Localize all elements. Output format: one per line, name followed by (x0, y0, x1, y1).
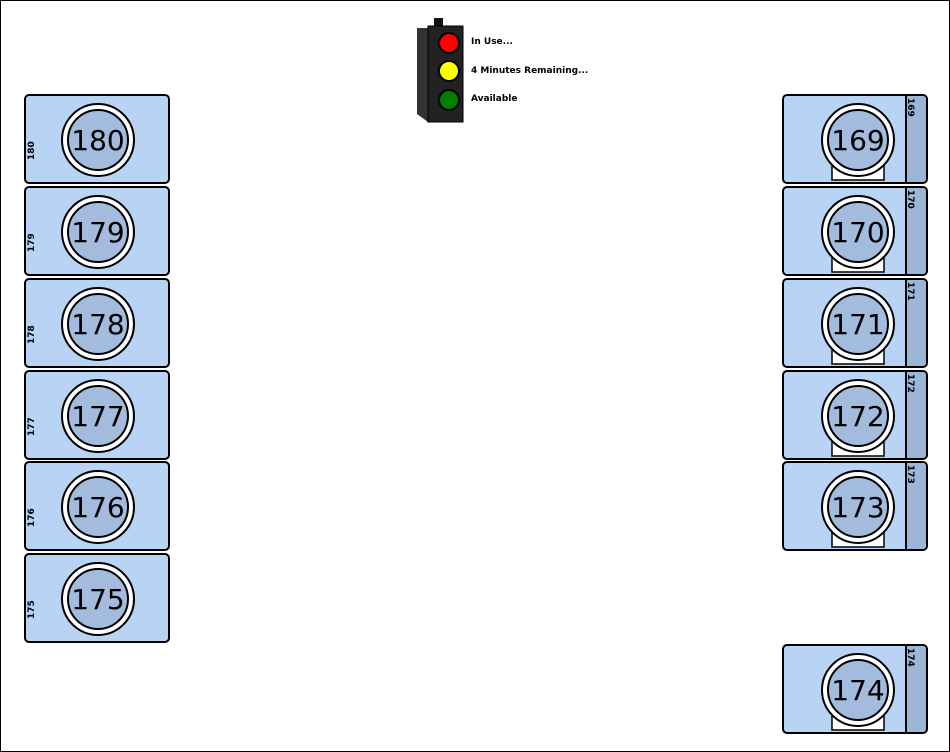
machine-side-number: 169 (905, 98, 915, 117)
washer-171[interactable]: 171 171 (782, 278, 928, 368)
machine-side-number: 179 (27, 233, 37, 252)
dryer-179[interactable]: 179 179 (24, 186, 170, 276)
legend-in-use: In Use... (471, 37, 513, 47)
dryer-175[interactable]: 175 175 (24, 553, 170, 643)
washer-172[interactable]: 172 172 (782, 370, 928, 460)
washer-169[interactable]: 169 169 (782, 94, 928, 184)
machine-door-icon: 172 (820, 378, 896, 462)
machine-side-number: 173 (905, 465, 915, 484)
washer-173[interactable]: 173 173 (782, 461, 928, 551)
machine-side-number: 180 (27, 141, 37, 160)
machine-side-number: 171 (905, 282, 915, 301)
dryer-176[interactable]: 176 176 (24, 461, 170, 551)
green-lamp-icon (438, 89, 460, 111)
traffic-light-icon (415, 18, 465, 124)
machine-side-number: 177 (27, 417, 37, 436)
machine-door-icon: 180 (60, 102, 136, 186)
machine-side-panel (905, 463, 926, 549)
machine-door-icon: 175 (60, 561, 136, 645)
washer-174[interactable]: 174 174 (782, 644, 928, 734)
machine-side-number: 174 (905, 648, 915, 667)
machine-side-panel (905, 372, 926, 458)
machine-side-panel (905, 280, 926, 366)
washer-170[interactable]: 170 170 (782, 186, 928, 276)
dryer-180[interactable]: 180 180 (24, 94, 170, 184)
machine-door-icon: 176 (60, 469, 136, 553)
machine-side-panel (905, 646, 926, 732)
machine-door-icon: 178 (60, 286, 136, 370)
machine-door-icon: 169 (820, 102, 896, 186)
red-lamp-icon (438, 32, 460, 54)
machine-door-icon: 177 (60, 378, 136, 462)
dryer-177[interactable]: 177 177 (24, 370, 170, 460)
machine-door-icon: 173 (820, 469, 896, 553)
dryer-178[interactable]: 178 178 (24, 278, 170, 368)
machine-side-panel (905, 188, 926, 274)
machine-door-icon: 170 (820, 194, 896, 278)
machine-side-panel (905, 96, 926, 182)
machine-door-icon: 171 (820, 286, 896, 370)
yellow-lamp-icon (438, 60, 460, 82)
machine-door-icon: 174 (820, 652, 896, 736)
machine-side-number: 175 (27, 600, 37, 619)
legend-minutes-remaining: 4 Minutes Remaining... (471, 66, 589, 76)
machine-door-icon: 179 (60, 194, 136, 278)
machine-side-number: 170 (905, 190, 915, 209)
machine-side-number: 176 (27, 508, 37, 527)
machine-side-number: 172 (905, 374, 915, 393)
machine-side-number: 178 (27, 325, 37, 344)
legend-available: Available (471, 94, 518, 104)
